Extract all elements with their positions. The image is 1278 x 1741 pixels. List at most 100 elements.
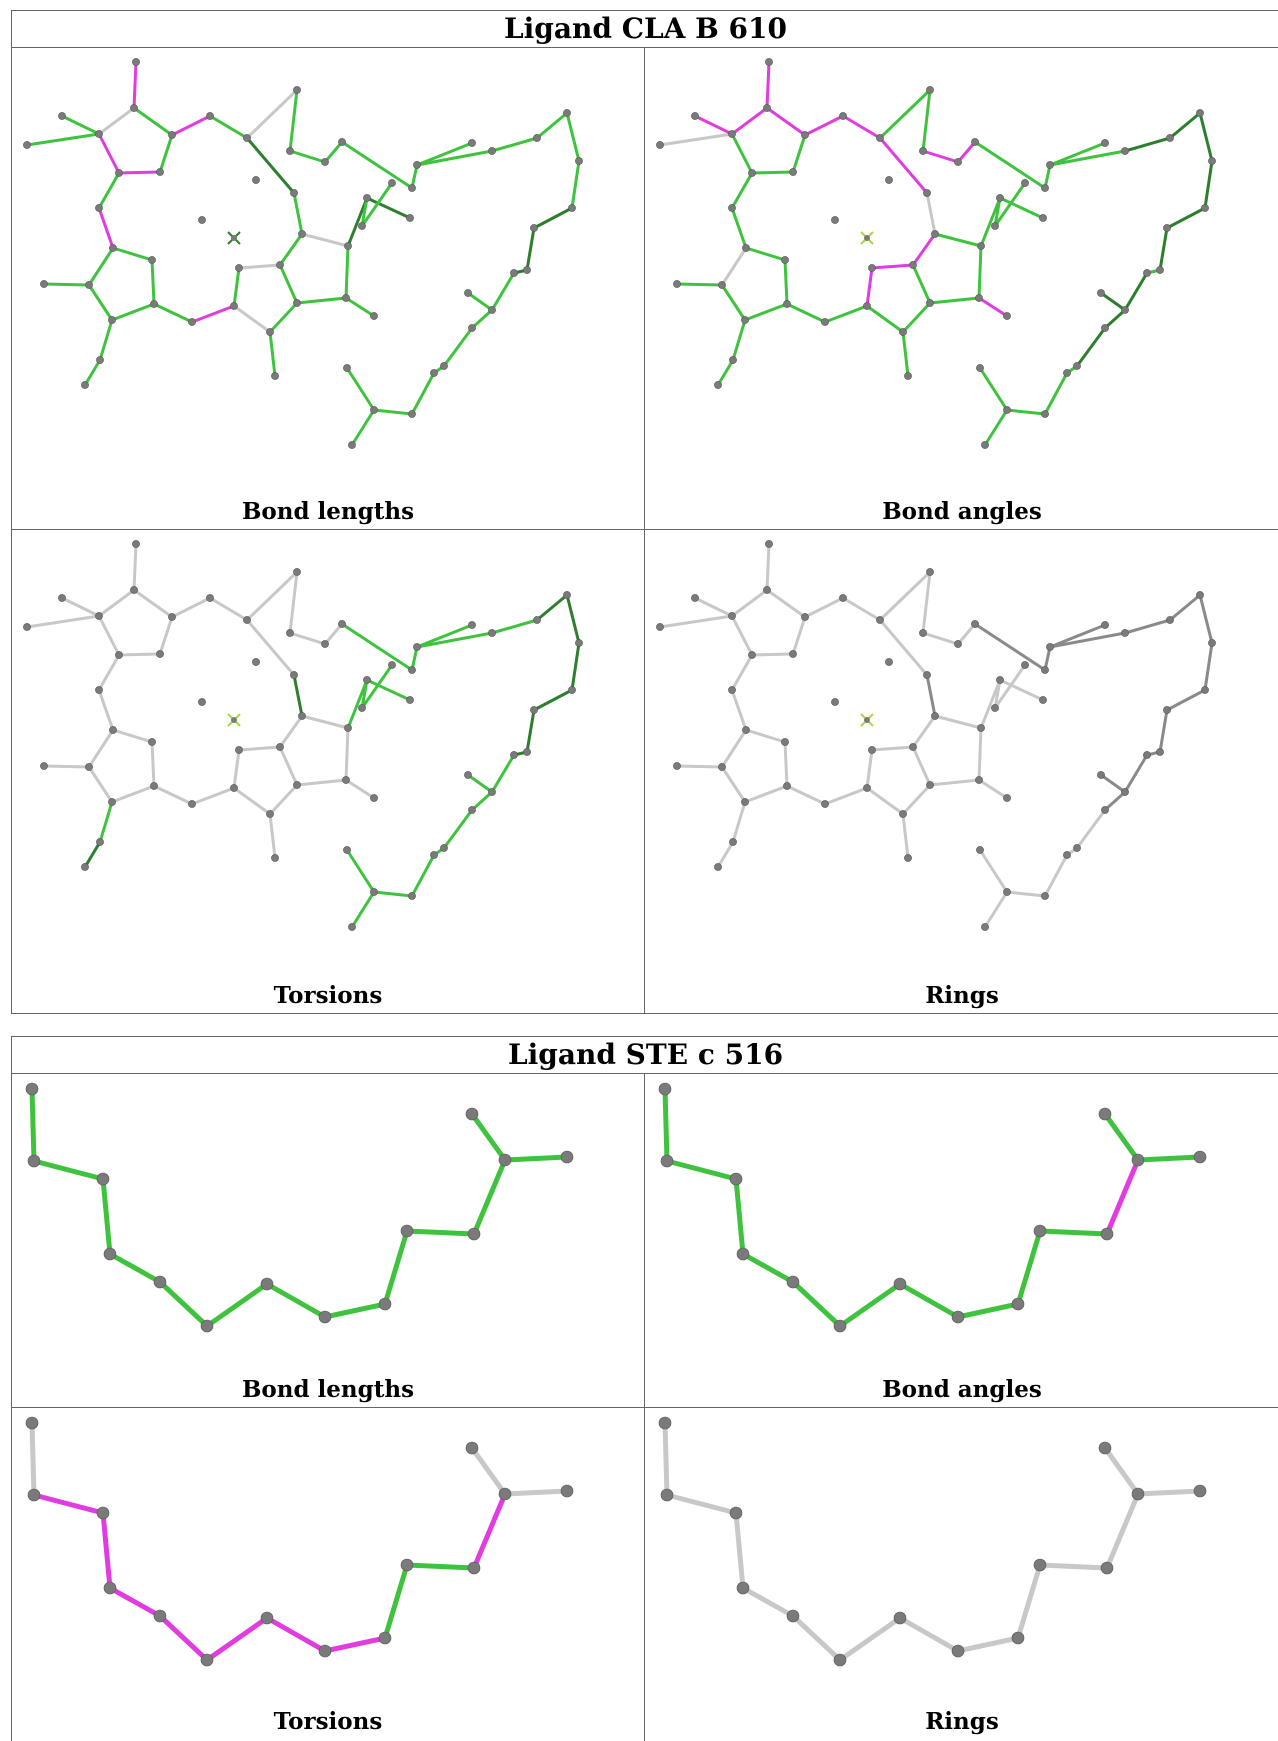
atom bbox=[290, 671, 298, 679]
atom bbox=[1101, 324, 1109, 332]
bond bbox=[730, 614, 754, 657]
atom bbox=[168, 131, 176, 139]
atom bbox=[467, 1561, 481, 1575]
bond bbox=[1043, 371, 1069, 416]
atom bbox=[1166, 616, 1174, 624]
bond bbox=[730, 132, 754, 175]
atom bbox=[95, 612, 103, 620]
bond bbox=[750, 652, 795, 657]
atom bbox=[996, 194, 1004, 202]
atom bbox=[863, 784, 871, 792]
atom bbox=[276, 261, 284, 269]
atom bbox=[1208, 639, 1216, 647]
bond bbox=[901, 301, 932, 334]
bond bbox=[264, 1615, 328, 1654]
atom bbox=[718, 763, 726, 771]
bond bbox=[837, 1281, 903, 1329]
cla-bond-angles-view bbox=[656, 58, 1216, 449]
bond bbox=[911, 263, 932, 305]
bond bbox=[1048, 149, 1127, 167]
bond bbox=[150, 258, 156, 306]
divider bbox=[12, 1407, 1278, 1408]
bond bbox=[344, 726, 350, 782]
bond bbox=[925, 673, 937, 718]
bond bbox=[87, 246, 115, 287]
atom bbox=[58, 112, 66, 120]
atom bbox=[783, 782, 791, 790]
atom bbox=[510, 269, 518, 277]
bond bbox=[933, 232, 983, 248]
atom bbox=[885, 176, 893, 184]
bond bbox=[83, 840, 102, 869]
bond bbox=[132, 588, 174, 619]
atom bbox=[893, 1277, 907, 1291]
atom bbox=[533, 134, 541, 142]
bond bbox=[107, 1251, 163, 1285]
atom bbox=[388, 179, 396, 187]
atom bbox=[1201, 204, 1209, 212]
bond bbox=[525, 708, 536, 754]
bond bbox=[993, 181, 1027, 228]
bond bbox=[921, 149, 960, 164]
atom bbox=[1121, 147, 1129, 155]
bond bbox=[278, 263, 299, 305]
metal-center-icon bbox=[227, 231, 241, 245]
atom bbox=[977, 242, 985, 250]
bond bbox=[264, 1281, 328, 1320]
bond bbox=[340, 140, 414, 190]
atom bbox=[363, 194, 371, 202]
bond bbox=[382, 1562, 410, 1641]
bond bbox=[955, 1635, 1021, 1654]
atom bbox=[408, 184, 416, 192]
atom bbox=[1063, 369, 1071, 377]
atom bbox=[510, 751, 518, 759]
bond bbox=[744, 246, 787, 262]
bond bbox=[502, 1154, 570, 1163]
atom bbox=[876, 616, 884, 624]
bond bbox=[662, 1086, 670, 1164]
atom bbox=[467, 1227, 481, 1241]
bond bbox=[110, 784, 156, 804]
atom bbox=[926, 299, 934, 307]
atom bbox=[85, 281, 93, 289]
atom bbox=[926, 568, 934, 576]
atom bbox=[1193, 1150, 1207, 1164]
atom bbox=[286, 147, 294, 155]
atom bbox=[276, 743, 284, 751]
atom bbox=[1163, 706, 1171, 714]
bond bbox=[928, 778, 981, 787]
bond bbox=[340, 622, 414, 672]
atom bbox=[318, 1310, 332, 1324]
bond bbox=[232, 786, 272, 816]
atom bbox=[271, 854, 279, 862]
bond bbox=[870, 745, 915, 752]
bond bbox=[83, 358, 102, 387]
atom bbox=[533, 616, 541, 624]
atom bbox=[1039, 214, 1047, 222]
bond bbox=[245, 88, 299, 140]
bond bbox=[490, 618, 539, 635]
bond bbox=[268, 783, 299, 816]
atom bbox=[338, 620, 346, 628]
atom bbox=[1101, 139, 1109, 147]
bond bbox=[730, 653, 754, 692]
bond bbox=[1123, 618, 1172, 635]
atom bbox=[25, 1082, 39, 1096]
atom bbox=[523, 748, 531, 756]
atom bbox=[465, 1441, 479, 1455]
bond bbox=[901, 330, 910, 378]
atom bbox=[656, 141, 664, 149]
atom bbox=[1098, 1441, 1112, 1455]
atom bbox=[1196, 109, 1204, 117]
bond bbox=[730, 588, 769, 618]
atom bbox=[714, 863, 722, 871]
panel-caption: Bond lengths bbox=[241, 1376, 415, 1403]
atom bbox=[400, 1224, 414, 1238]
atom bbox=[833, 1653, 847, 1667]
atom bbox=[763, 104, 771, 112]
bond bbox=[410, 371, 436, 416]
bond bbox=[911, 714, 937, 749]
atom bbox=[468, 621, 476, 629]
bond bbox=[170, 596, 212, 619]
atom bbox=[400, 1558, 414, 1572]
